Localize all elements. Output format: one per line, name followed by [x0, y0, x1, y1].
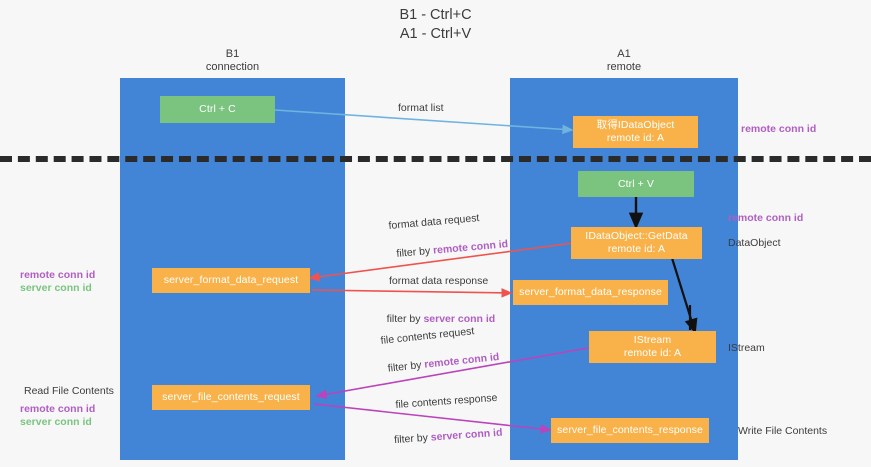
side-label-dataobject: DataObject — [728, 237, 781, 249]
page-title: B1 - Ctrl+C A1 - Ctrl+V — [399, 7, 472, 42]
filter-prefix-4: filter by — [393, 431, 432, 447]
edge-label-format-data-response: format data response — [389, 275, 489, 287]
node-get-idataobject[interactable]: 取得IDataObject remote id: A — [573, 116, 698, 148]
filter-key-server-conn-id-2: server conn id — [430, 426, 503, 444]
filter-key-server-conn-id-1: server conn id — [423, 313, 496, 325]
side-label-remote-conn-id-top: remote conn id — [741, 123, 817, 135]
node-server-format-data-request[interactable]: server_format_data_request — [152, 268, 310, 293]
side-label-left-remote-conn-id-2: remote conn id — [20, 403, 96, 415]
side-label-write-file-contents: Write File Contents — [738, 425, 828, 437]
side-label-left-server-conn-id: server conn id — [20, 282, 92, 294]
node-server-format-data-response[interactable]: server_format_data_response — [513, 280, 668, 305]
section-divider — [0, 156, 871, 162]
node-ctrl-c[interactable]: Ctrl + C — [160, 96, 275, 123]
side-label-remote-conn-id-mid: remote conn id — [728, 212, 804, 224]
node-server-file-contents-request[interactable]: server_file_contents_request — [152, 385, 310, 410]
filter-prefix-2: filter by — [386, 313, 424, 325]
edge-label-format-data-response-filter: filter by server conn id — [375, 298, 496, 340]
side-label-left-remote-conn-id: remote conn id — [20, 269, 96, 281]
column-header-b1: B1 connection — [205, 48, 260, 73]
filter-prefix-3: filter by — [387, 358, 425, 375]
filter-key-remote-conn-id-1: remote conn id — [432, 238, 509, 257]
node-ctrl-v[interactable]: Ctrl + V — [578, 171, 694, 197]
edge-label-file-contents-response-filter: filter by server conn id — [381, 412, 504, 462]
node-server-file-contents-response[interactable]: server_file_contents_response — [551, 418, 709, 443]
column-header-a1: A1 remote — [606, 48, 642, 73]
side-label-left-server-conn-id-2: server conn id — [20, 416, 92, 428]
filter-prefix-1: filter by — [395, 244, 434, 260]
side-label-istream: IStream — [728, 342, 765, 354]
side-label-read-file-contents: Read File Contents — [24, 385, 114, 397]
edge-label-file-contents-response: file contents response — [395, 391, 498, 411]
filter-key-remote-conn-id-2: remote conn id — [423, 350, 500, 371]
node-istream[interactable]: IStream remote id: A — [589, 331, 716, 363]
node-idataobject-getdata[interactable]: IDataObject::GetData remote id: A — [571, 227, 702, 259]
edge-label-format-list: format list — [398, 102, 444, 114]
